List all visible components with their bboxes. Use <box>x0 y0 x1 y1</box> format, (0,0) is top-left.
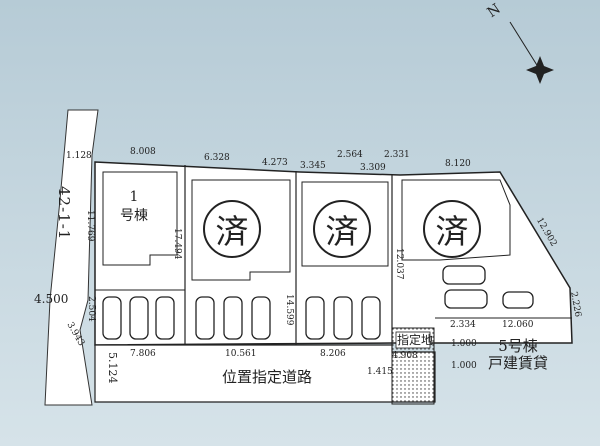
dim-misc-2: 1.415 <box>367 367 393 377</box>
dim-bottom-1: 7.806 <box>130 349 156 359</box>
dim-bottom-3: 8.206 <box>320 349 346 359</box>
building-3 <box>301 181 389 267</box>
dim-top-3: 6.328 <box>204 153 230 163</box>
rental-house-number: 5号棟 <box>498 337 538 355</box>
dim-left-1: 4.500 <box>34 292 69 306</box>
rental-house-label: 5号棟 戸建賃貸 <box>488 337 549 373</box>
dim-misc-1: 4.908 <box>392 351 418 361</box>
dim-inner-1: 17.494 <box>172 228 182 260</box>
designated-land-box <box>395 331 431 349</box>
dim-inner-3: 12.037 <box>394 248 404 280</box>
dim-top-7: 3.309 <box>360 163 386 173</box>
dim-lot5-2: 12.060 <box>502 320 534 330</box>
road-number: 42-1-1 <box>55 186 73 241</box>
building-1 <box>102 171 178 266</box>
dim-left-vertical-2: 2.504 <box>86 296 96 322</box>
sold-mark-2: 済 <box>203 200 261 258</box>
dim-top-4: 4.273 <box>262 158 288 168</box>
compass-rose-icon <box>509 21 554 84</box>
house-1-number: 1 号棟 <box>120 189 148 224</box>
dim-top-6: 2.564 <box>337 150 363 160</box>
dim-lot5-4: 1.000 <box>451 361 477 371</box>
dim-lot5-3: 1.000 <box>451 339 477 349</box>
dim-top-2: 8.008 <box>130 147 156 157</box>
rental-house-type: 戸建賃貸 <box>488 354 549 373</box>
designated-land-label: 指定地 <box>397 333 434 347</box>
dim-top-8: 2.331 <box>384 150 410 160</box>
dim-inner-2: 14.599 <box>284 294 294 326</box>
dim-bottom-2: 10.561 <box>225 349 257 359</box>
left-road-strip <box>44 109 99 406</box>
dim-top-5: 3.345 <box>300 161 326 171</box>
parking-cars <box>102 265 534 340</box>
dim-misc-3: 5.124 <box>106 352 119 384</box>
dim-top-9: 8.120 <box>445 159 471 169</box>
sold-mark-4: 済 <box>423 200 481 258</box>
house-1-label: 1 号棟 <box>120 188 148 226</box>
sold-mark-3: 済 <box>313 200 371 258</box>
dim-left-vertical-1: 11.769 <box>85 210 95 242</box>
road-name: 位置指定道路 <box>222 368 313 386</box>
building-2 <box>191 179 291 281</box>
dim-top-1: 1.128 <box>66 151 92 161</box>
dim-lot5-1: 2.334 <box>450 320 476 330</box>
building-4 <box>401 179 511 261</box>
